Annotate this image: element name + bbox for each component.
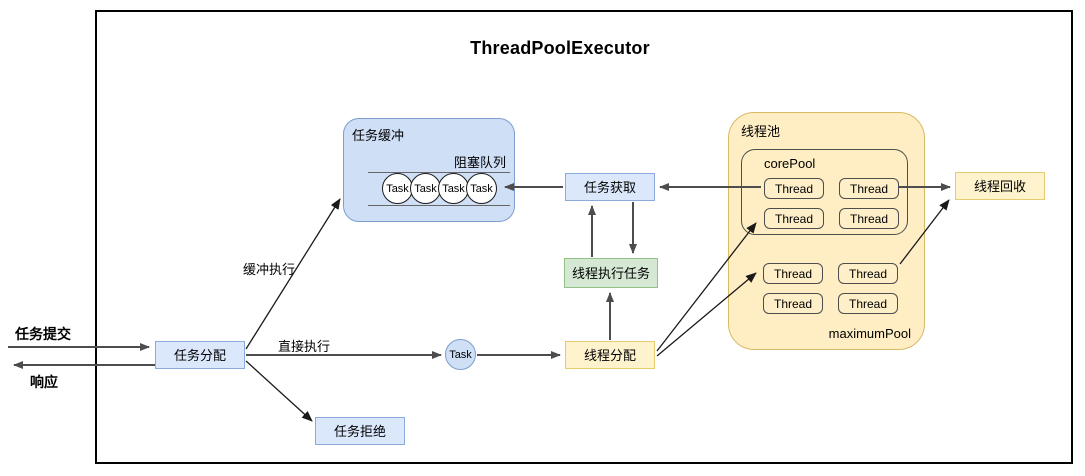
response-label: 响应 [30,374,58,390]
core-pool-label: corePool [764,156,816,171]
blocking-queue-label: 阻塞队列 [453,155,506,170]
task-buffer-label: 任务缓冲 [352,128,405,143]
node-thread-execute: 线程执行任务 [564,258,658,288]
diagram-frame [95,10,1073,464]
queued-task-circle: Task [438,173,469,204]
node-thread-dispatch: 线程分配 [565,341,655,369]
core-thread-box: Thread [839,208,899,229]
core-thread-box: Thread [839,178,899,199]
max-thread-box: Thread [838,263,898,284]
core-thread-box: Thread [764,178,824,199]
queued-task-circle: Task [410,173,441,204]
node-thread-recycle: 线程回收 [955,172,1045,200]
core-thread-box: Thread [764,208,824,229]
queue-line-top [368,172,510,173]
maximum-pool-label: maximumPool [828,326,911,341]
thread-pool-label: 线程池 [741,124,781,139]
node-task-fetch: 任务获取 [565,173,655,201]
buffered-exec-label: 缓冲执行 [243,262,296,277]
task-token: Task [445,339,476,370]
node-task-reject: 任务拒绝 [315,417,405,445]
node-task-dispatch: 任务分配 [155,341,245,369]
core-pool-group: corePool Thread Thread Thread Thread [741,149,908,235]
max-thread-box: Thread [763,263,823,284]
task-buffer-group: 任务缓冲 阻塞队列 Task Task Task Task [343,118,515,222]
max-thread-box: Thread [838,293,898,314]
max-thread-box: Thread [763,293,823,314]
task-submit-label: 任务提交 [15,326,71,342]
direct-exec-label: 直接执行 [278,339,331,354]
diagram-title: ThreadPoolExecutor [470,38,650,58]
queued-task-circle: Task [382,173,413,204]
queued-task-circle: Task [466,173,497,204]
queue-line-bottom [368,205,510,206]
thread-pool-group: 线程池 corePool Thread Thread Thread Thread… [728,112,925,350]
